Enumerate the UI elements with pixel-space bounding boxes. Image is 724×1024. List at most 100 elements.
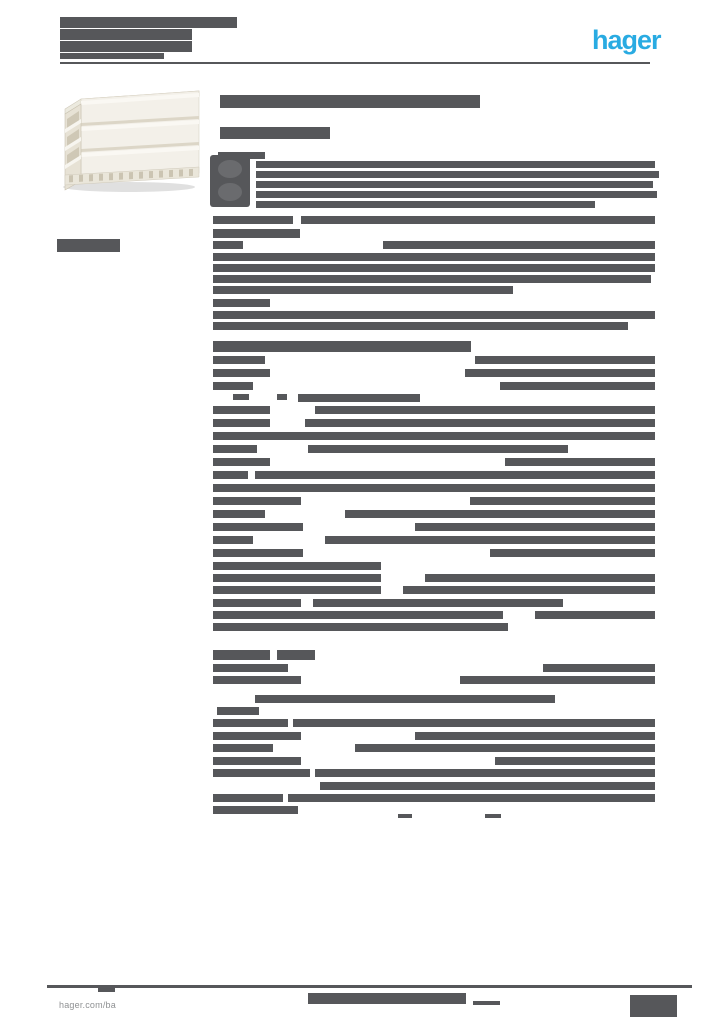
redacted-text-bar <box>543 664 655 672</box>
redacted-text-bar <box>220 127 330 139</box>
redacted-text-bar <box>213 369 270 377</box>
redacted-text-bar <box>213 497 301 505</box>
redacted-text-bar <box>213 229 300 238</box>
redacted-text-bar <box>57 239 120 252</box>
redacted-text-bar <box>213 574 381 582</box>
redacted-text-bar <box>298 394 420 402</box>
redacted-text-bar <box>213 650 270 660</box>
redacted-text-bar <box>255 471 655 479</box>
redacted-text-bar <box>213 586 381 594</box>
redacted-text-bar <box>213 241 243 249</box>
redacted-text-bar <box>213 562 381 570</box>
redacted-text-bar <box>213 719 288 727</box>
redacted-text-bar <box>255 695 555 703</box>
redacted-text-bar <box>308 445 568 453</box>
redacted-text-bar <box>490 549 655 557</box>
redacted-text-bar <box>60 17 237 28</box>
redacted-text-bar <box>213 744 273 752</box>
redacted-text-bar <box>213 536 253 544</box>
redacted-text-bar <box>213 432 655 440</box>
redacted-text-bar <box>213 549 303 557</box>
document-title-redacted <box>60 17 300 63</box>
redacted-text-bar <box>213 311 655 319</box>
redacted-text-bar <box>213 264 655 272</box>
redacted-text-bar <box>288 794 655 802</box>
redacted-text-bar <box>213 599 301 607</box>
redacted-text-bar <box>256 171 659 178</box>
redacted-text-bar <box>213 419 270 427</box>
redacted-text-bar <box>213 445 257 453</box>
product-reference-redacted <box>57 239 177 259</box>
redacted-text-bar <box>213 406 270 414</box>
redacted-text-bar <box>505 458 655 466</box>
redacted-text-bar <box>213 806 298 814</box>
redacted-text-bar <box>213 382 253 390</box>
redacted-text-bar <box>301 216 655 224</box>
redacted-text-bar <box>213 341 471 352</box>
redacted-text-bar <box>213 757 301 765</box>
redacted-text-bar <box>315 406 655 414</box>
redacted-text-bar <box>470 497 655 505</box>
redacted-text-bar <box>495 757 655 765</box>
redacted-text-bar <box>213 794 283 802</box>
redacted-text-bar <box>308 993 466 1004</box>
redacted-text-bar <box>460 676 655 684</box>
redacted-text-bar <box>320 782 655 790</box>
redacted-text-bar <box>315 769 655 777</box>
redacted-text-bar <box>217 707 259 715</box>
redacted-text-bar <box>305 419 655 427</box>
redacted-text-bar <box>403 586 655 594</box>
redacted-text-bar <box>213 275 651 283</box>
redacted-text-bar <box>345 510 655 518</box>
redacted-text-bar <box>213 732 301 740</box>
redacted-text-bar <box>256 201 595 208</box>
redacted-text-bar <box>277 394 287 400</box>
redacted-text-bar <box>256 181 653 188</box>
redacted-text-bar <box>325 536 655 544</box>
redacted-text-bar <box>60 53 164 59</box>
redacted-text-bar <box>220 95 480 108</box>
redacted-text-bar <box>213 769 310 777</box>
redacted-text-bar <box>213 676 301 684</box>
redacted-text-bar <box>313 599 563 607</box>
redacted-text-bar <box>415 523 655 531</box>
redacted-text-bar <box>213 471 248 479</box>
redacted-text-bar <box>355 744 655 752</box>
redacted-text-bar <box>233 394 249 400</box>
redacted-text-bar <box>630 995 677 1017</box>
redacted-text-bar <box>473 1001 500 1005</box>
footer-divider <box>47 985 692 988</box>
brand-logo: hager <box>592 25 662 55</box>
redacted-text-bar <box>425 574 655 582</box>
redacted-text-bar <box>213 523 303 531</box>
redacted-text-bar <box>213 484 655 492</box>
redacted-text-bar <box>398 814 412 818</box>
redacted-text-bar <box>213 216 293 224</box>
redacted-text-bar <box>213 299 270 307</box>
redacted-text-bar <box>213 356 265 364</box>
product-details-redacted <box>213 0 659 830</box>
redacted-text-bar <box>213 623 508 631</box>
redacted-text-bar <box>256 161 655 168</box>
redacted-text-bar <box>465 369 655 377</box>
redacted-text-bar <box>415 732 655 740</box>
redacted-text-bar <box>213 664 288 672</box>
redacted-text-bar <box>213 611 503 619</box>
redacted-text-bar <box>293 719 655 727</box>
product-image <box>63 90 200 192</box>
redacted-text-bar <box>485 814 501 818</box>
footer-link-box: hager.com/ba <box>54 992 168 1018</box>
footer-link[interactable]: hager.com/ba <box>59 1000 116 1010</box>
redacted-text-bar <box>60 29 192 40</box>
redacted-text-bar <box>256 191 657 198</box>
redacted-text-bar <box>213 458 270 466</box>
redacted-text-bar <box>213 322 628 330</box>
redacted-text-bar <box>383 241 655 249</box>
redacted-text-bar <box>213 253 655 261</box>
redacted-text-bar <box>500 382 655 390</box>
redacted-text-bar <box>475 356 655 364</box>
redacted-text-bar <box>277 650 315 660</box>
features-pictogram-icon <box>210 155 250 207</box>
redacted-text-bar <box>213 510 265 518</box>
